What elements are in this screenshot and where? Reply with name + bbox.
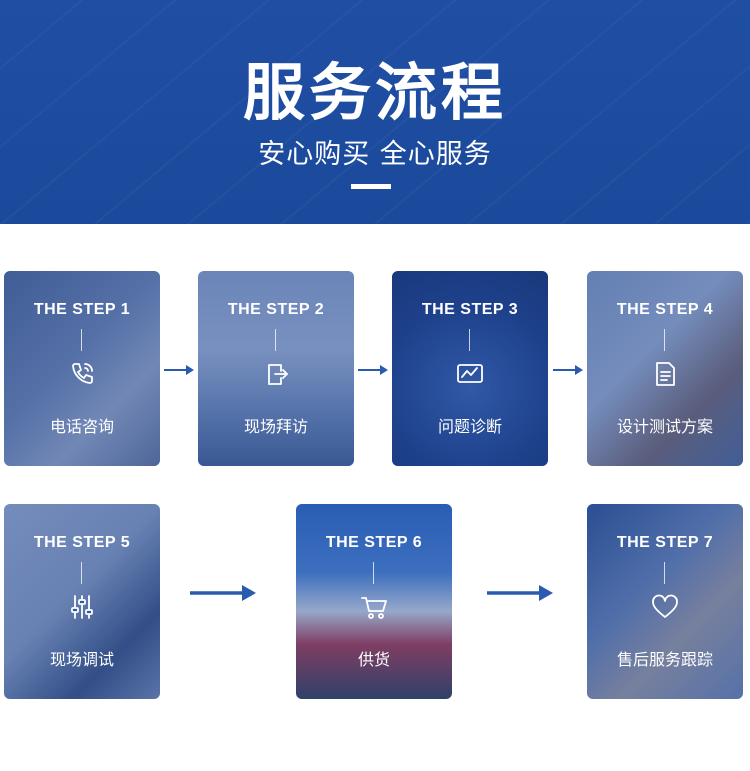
step-4-label: THE STEP 4 [616, 301, 714, 318]
step-card-4: THE STEP 4 设计测试方案 [587, 271, 743, 466]
arrow-right-icon [164, 365, 194, 375]
page-subtitle: 安心购买 全心服务 [258, 139, 492, 170]
step-5-name: 现场调试 [49, 650, 114, 669]
chart-monitor-icon [455, 359, 485, 389]
title-underline [351, 184, 391, 189]
door-enter-icon [261, 359, 291, 389]
arrow-right-icon [358, 365, 388, 375]
header-banner: 服务流程 安心购买 全心服务 [0, 0, 750, 224]
step-4-name: 设计测试方案 [616, 417, 713, 436]
step-card-3: THE STEP 3 问题诊断 [392, 271, 548, 466]
step-card-7: THE STEP 7 售后服务跟踪 [587, 504, 743, 699]
heart-icon [650, 592, 680, 622]
step-2-name: 现场拜访 [243, 417, 308, 436]
arrow-right-icon [190, 585, 256, 601]
step-7-name: 售后服务跟踪 [616, 650, 713, 669]
step-3-label: THE STEP 3 [421, 301, 519, 318]
step-7-label: THE STEP 7 [616, 534, 714, 551]
sliders-icon [67, 592, 97, 622]
step-3-name: 问题诊断 [437, 417, 502, 436]
step-1-label: THE STEP 1 [33, 301, 131, 318]
step-2-label: THE STEP 2 [227, 301, 325, 318]
step-card-5: THE STEP 5 现场调试 [4, 504, 160, 699]
step-card-1: THE STEP 1 电话咨询 [4, 271, 160, 466]
phone-icon [67, 359, 97, 389]
arrow-right-icon [553, 365, 583, 375]
step-6-name: 供货 [357, 650, 390, 669]
page-title: 服务流程 [242, 56, 507, 129]
step-1-name: 电话咨询 [49, 417, 114, 436]
step-5-label: THE STEP 5 [33, 534, 131, 551]
arrow-right-icon [487, 585, 553, 601]
step-card-2: THE STEP 2 现场拜访 [198, 271, 354, 466]
cart-icon [359, 592, 389, 622]
step-6-label: THE STEP 6 [325, 534, 423, 551]
step-3-photo [392, 271, 548, 466]
document-icon [650, 359, 680, 389]
step-card-6: THE STEP 6 供货 [296, 504, 452, 699]
